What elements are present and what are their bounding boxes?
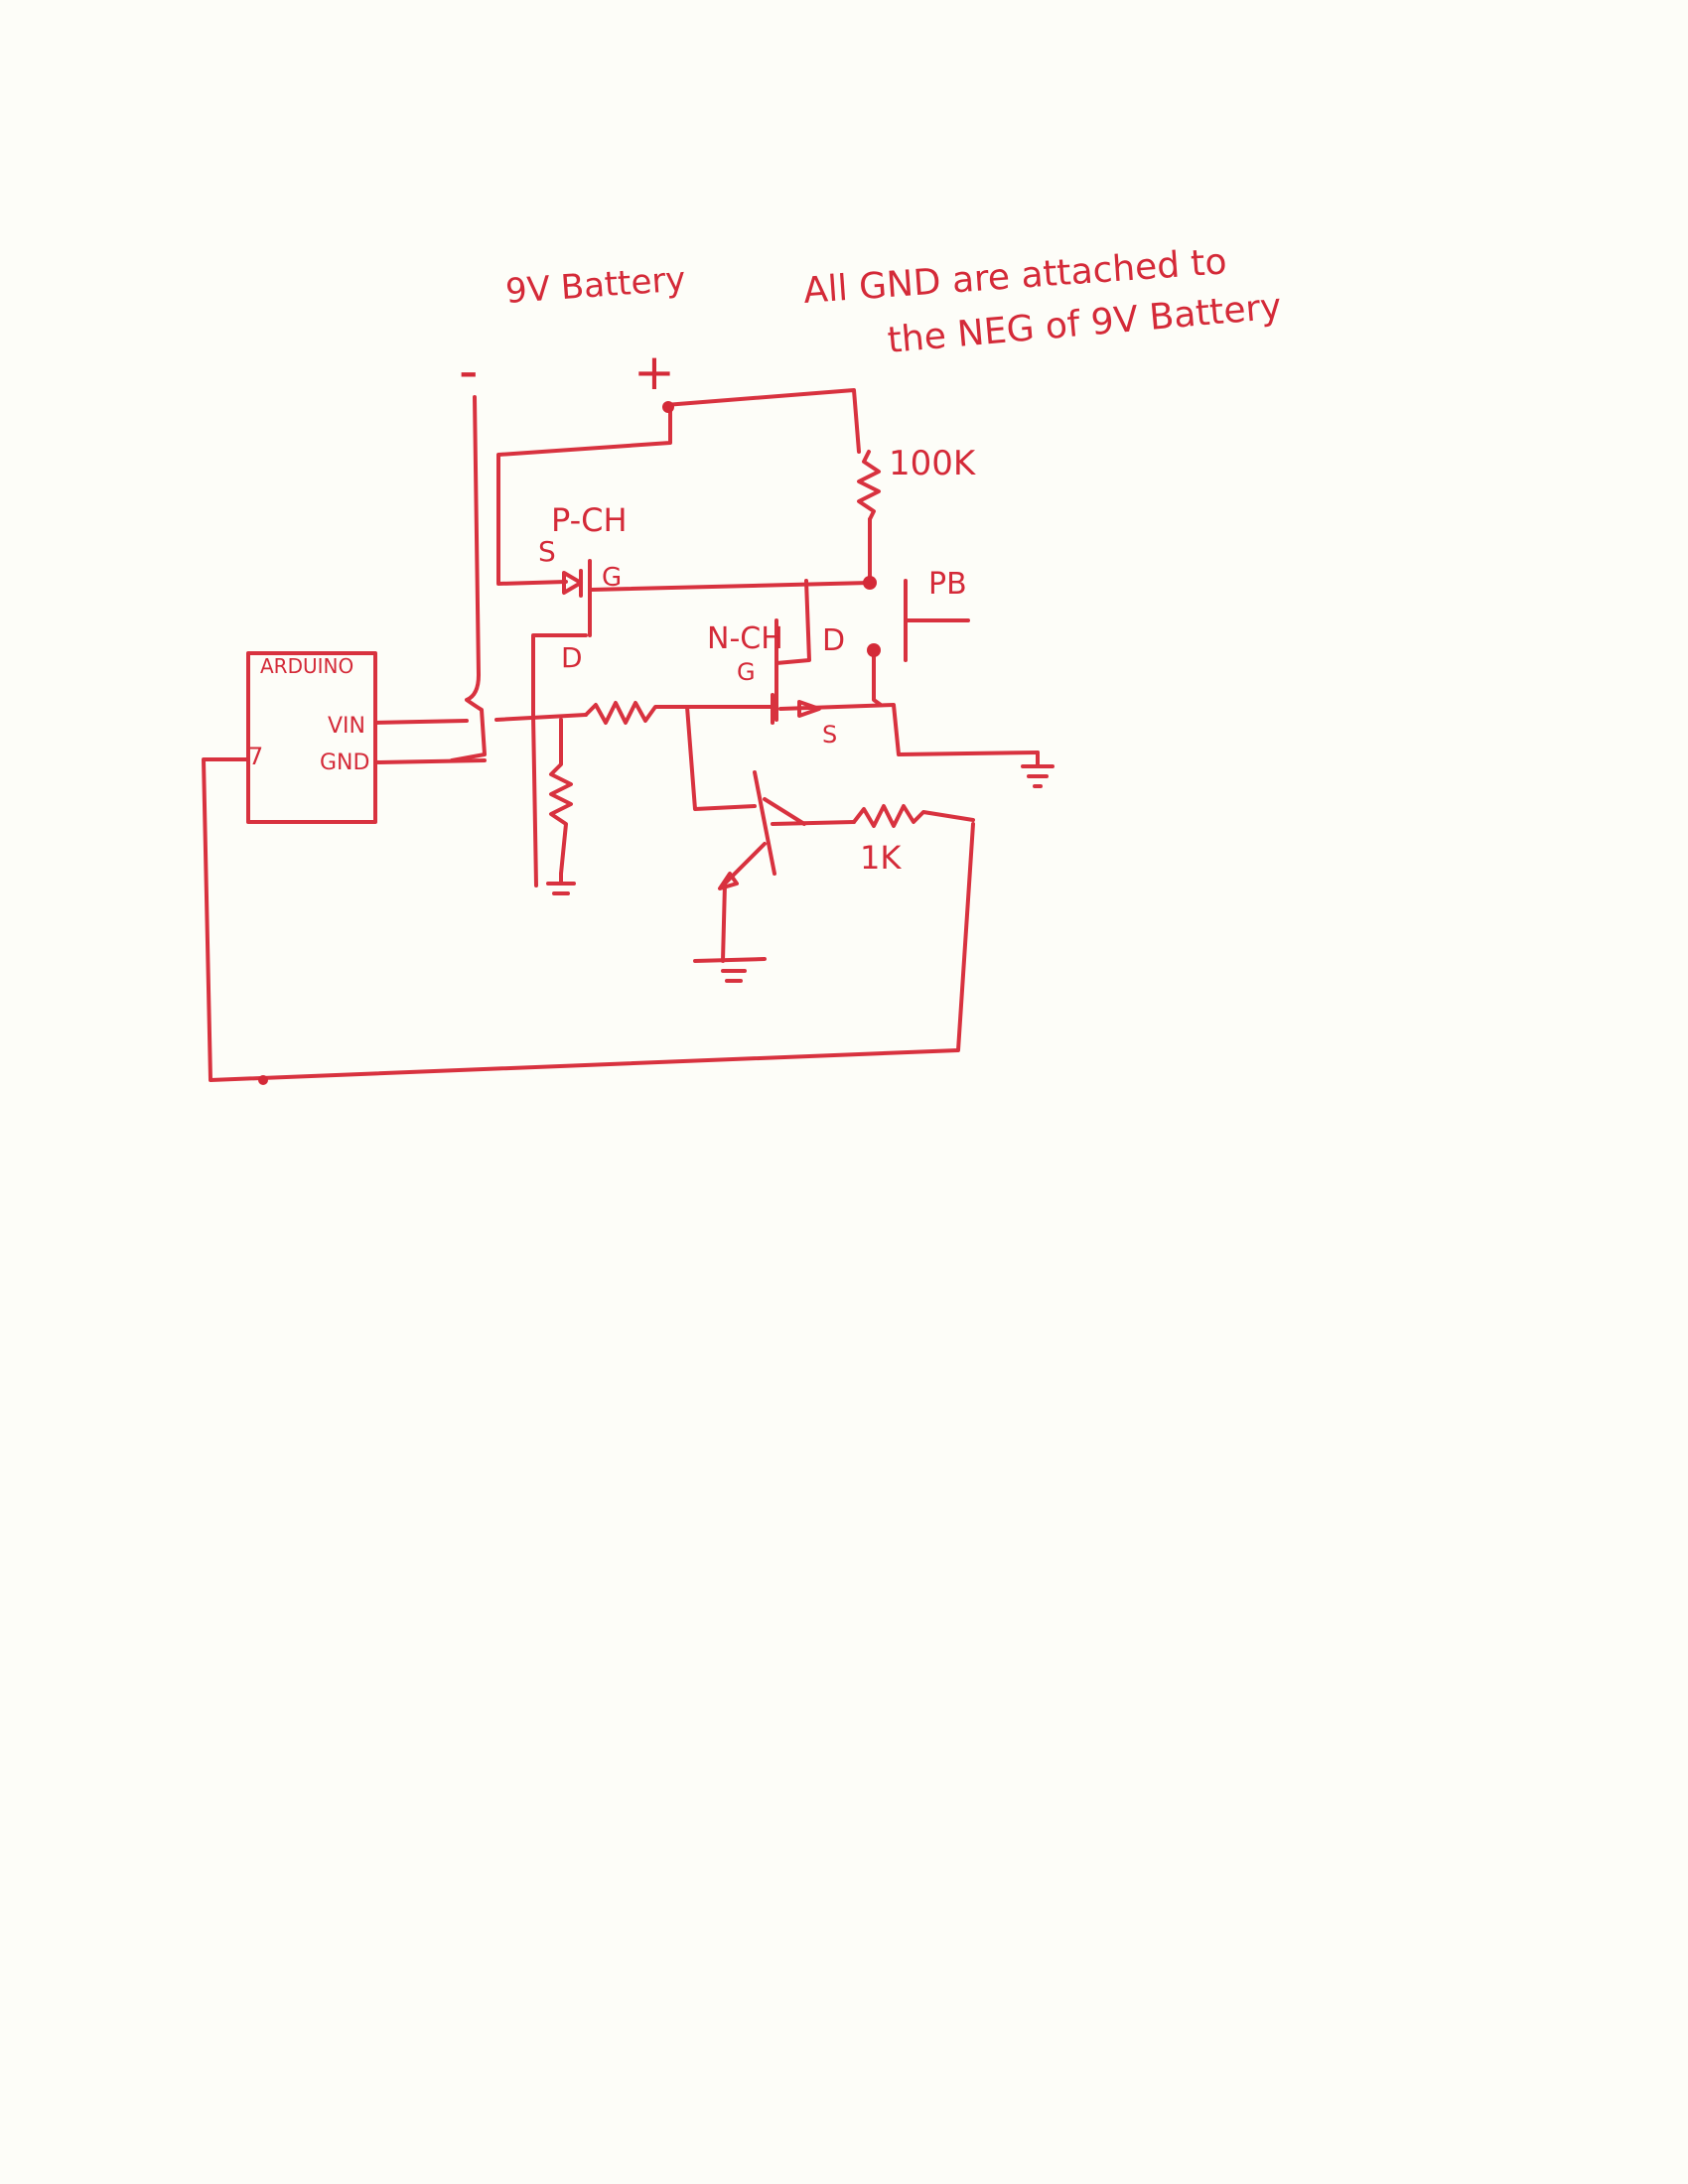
nch-source-label: S [822, 721, 837, 749]
pos-to-pch-wire [496, 405, 672, 586]
pch-source-label: S [538, 535, 556, 568]
pch-diode-symbol [562, 569, 583, 598]
pos-rail-wire [663, 388, 861, 454]
neg-rail-wire [450, 395, 487, 762]
pulldown-resistor [549, 718, 573, 876]
arduino-gnd-label: GND [320, 751, 369, 775]
npn-transistor [721, 770, 806, 963]
resistor-100k [857, 450, 881, 521]
pushbutton-label: PB [928, 567, 967, 602]
base-drive-resistor [584, 701, 776, 725]
loop-corner-dot [258, 1075, 268, 1085]
pch-label: P-CH [551, 501, 628, 539]
pushbutton-dot [867, 643, 881, 657]
npn-emitter-arrow [718, 872, 739, 890]
resistor-100k-label: 100K [889, 444, 977, 483]
vin-wire [373, 713, 588, 725]
pch-gate-wire [590, 581, 872, 592]
battery-minus-label: - [459, 340, 479, 402]
ground-symbol-right [1021, 751, 1055, 788]
pch-drain-label: D [561, 641, 583, 674]
resistor-1k-label: 1K [860, 839, 902, 877]
pin7-loop-wire [202, 757, 975, 1082]
nch-drain-label: D [822, 623, 845, 658]
pch-gate-node-dot [863, 576, 877, 590]
nch-source-wire [778, 703, 1040, 756]
ground-symbol-bottom [693, 957, 767, 983]
nch-gate-label: G [737, 658, 756, 686]
battery-title: 9V Battery [504, 259, 687, 312]
npn-base-wire [771, 820, 856, 826]
pch-gate-label: G [602, 563, 622, 593]
ground-symbol-left [546, 872, 576, 895]
arduino-label: ARDUINO [260, 654, 353, 678]
battery-plus-label: + [633, 343, 675, 401]
nch-drain-wire [774, 579, 811, 665]
nch-label: N-CH [707, 621, 783, 656]
pch-drain-wire [531, 633, 588, 887]
pos-junction-dot [662, 401, 674, 413]
resistor-1k [852, 804, 975, 828]
arduino-vin-label: VIN [328, 714, 365, 739]
arduino-pin7-label: 7 [248, 743, 263, 770]
gnd-wire [373, 758, 487, 764]
pushbutton-contact [872, 579, 908, 707]
npn-collector-wire [685, 705, 757, 811]
arduino-board [246, 651, 377, 824]
